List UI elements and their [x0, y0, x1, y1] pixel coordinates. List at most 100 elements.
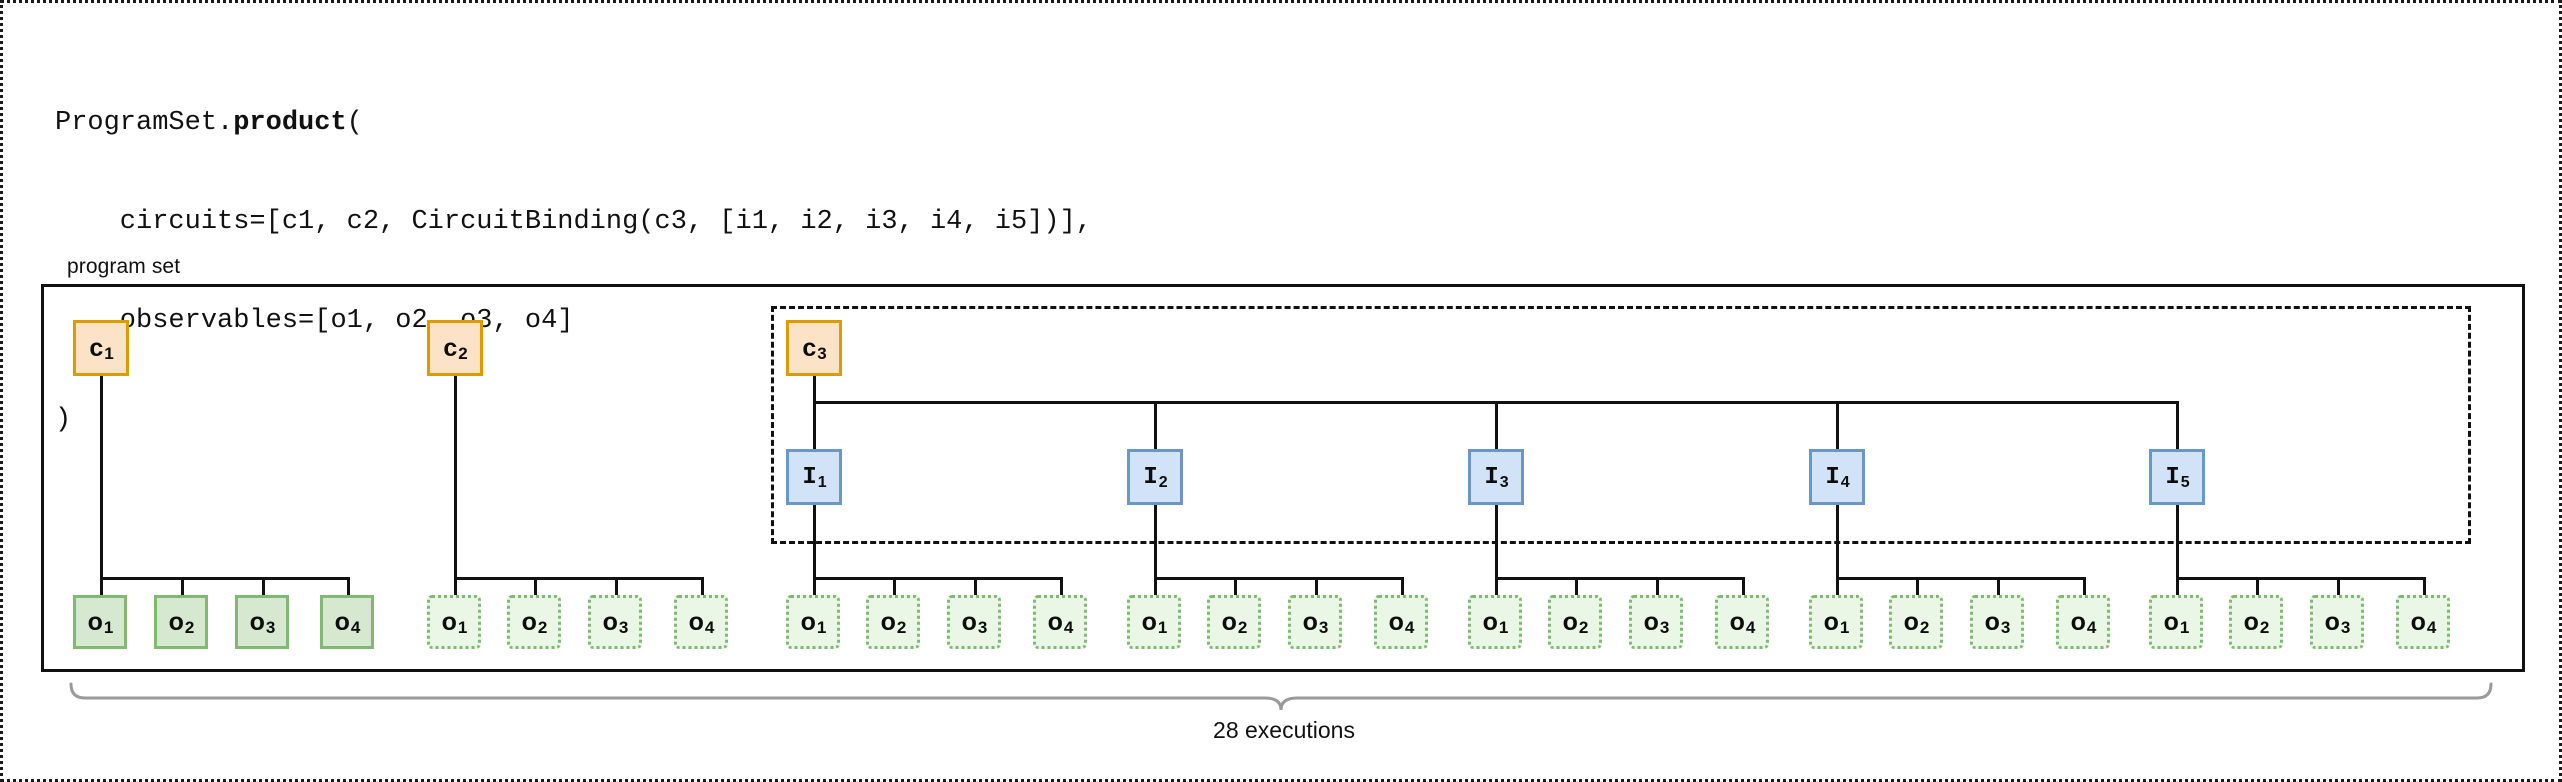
- node-observable-i4-o4-letter: o: [2070, 607, 2086, 636]
- node-observable-c1-o2-letter: o: [168, 607, 184, 636]
- node-observable-i2-o2-index: 2: [1237, 618, 1248, 637]
- node-observable-c1-o4-letter: o: [334, 607, 350, 636]
- node-binding-i3-index: 3: [1499, 474, 1509, 491]
- node-binding-i5-index: 5: [2180, 474, 2190, 491]
- node-observable-i3-o3-letter: o: [1643, 607, 1659, 636]
- edge-i5-bus: [2176, 577, 2426, 580]
- node-observable-i5-o1-index: 1: [2179, 618, 2190, 637]
- node-observable-c2-o2-index: 2: [537, 618, 548, 637]
- edge-c1-o3: [262, 577, 265, 597]
- node-observable-i2-o1-letter: o: [1141, 607, 1157, 636]
- node-observable-i3-o4-index: 4: [1745, 618, 1756, 637]
- node-observable-c1-o3-letter: o: [249, 607, 265, 636]
- node-observable-i5-o3-index: 3: [2340, 618, 2351, 637]
- node-observable-i5-o4-index: 4: [2426, 618, 2437, 637]
- node-observable-i2-o2-letter: o: [1221, 607, 1237, 636]
- node-observable-i3-o3-index: 3: [1659, 618, 1670, 637]
- edge-c2-bus: [454, 577, 704, 580]
- node-binding-i2-index: 2: [1158, 474, 1168, 491]
- node-observable-i5-o1-letter: o: [2163, 607, 2179, 636]
- edge-i2-bus: [1154, 577, 1404, 580]
- node-observable-c1-o1-letter: o: [87, 607, 103, 636]
- edge-i1-o2: [893, 577, 896, 597]
- edge-i1-stem: [813, 505, 816, 577]
- edge-i3-o1: [1495, 577, 1498, 597]
- edge-i3-bus: [1495, 577, 1745, 580]
- edge-i5-o3: [2337, 577, 2340, 597]
- code-line-3: observables=[o1, o2, o3, o4]: [55, 306, 574, 336]
- node-observable-c1-o1-index: 1: [103, 618, 114, 637]
- node-observable-c2-o4-index: 4: [704, 618, 715, 637]
- edge-i5-stem: [2176, 505, 2179, 577]
- edge-i5-o2: [2256, 577, 2259, 597]
- node-observable-c1-o2-index: 2: [184, 618, 195, 637]
- edge-i4-o3: [1997, 577, 2000, 597]
- edge-c1-o1: [100, 577, 103, 597]
- node-observable-c2-o1-index: 1: [457, 618, 468, 637]
- node-binding-i2-letter: I: [1143, 463, 1158, 491]
- node-observable-i4-o1-letter: o: [1823, 607, 1839, 636]
- program-set-frame: [41, 284, 2525, 672]
- node-observable-c2-o4-letter: o: [688, 607, 704, 636]
- code-line-2: circuits=[c1, c2, CircuitBinding(c3, [i1…: [55, 207, 1092, 237]
- node-observable-i1-o4-index: 4: [1063, 618, 1074, 637]
- node-observable-i1-o4-letter: o: [1047, 607, 1063, 636]
- program-set-label: program set: [67, 255, 181, 278]
- node-observable-i3-o2-letter: o: [1562, 607, 1578, 636]
- code-line-1-bold: product: [233, 108, 347, 138]
- edge-c1-stem: [100, 376, 103, 577]
- edge-i2-o2: [1234, 577, 1237, 597]
- node-observable-i1-o1-letter: o: [800, 607, 816, 636]
- edge-c1-o2: [181, 577, 184, 597]
- edge-c1-bus: [100, 577, 350, 580]
- edge-c1-o4: [347, 577, 350, 597]
- circuit-binding-frame: [771, 306, 2471, 544]
- edge-i3-stem: [1495, 505, 1498, 577]
- edge-i1-o1: [813, 577, 816, 597]
- node-observable-i2-o4-index: 4: [1404, 618, 1415, 637]
- node-observable-i4-o4-index: 4: [2086, 618, 2097, 637]
- edge-i5-o4: [2423, 577, 2426, 597]
- edge-i4-bus: [1836, 577, 2086, 580]
- edge-c3-stem: [813, 376, 816, 449]
- edge-i3-o4: [1742, 577, 1745, 597]
- edge-i3-o2: [1575, 577, 1578, 597]
